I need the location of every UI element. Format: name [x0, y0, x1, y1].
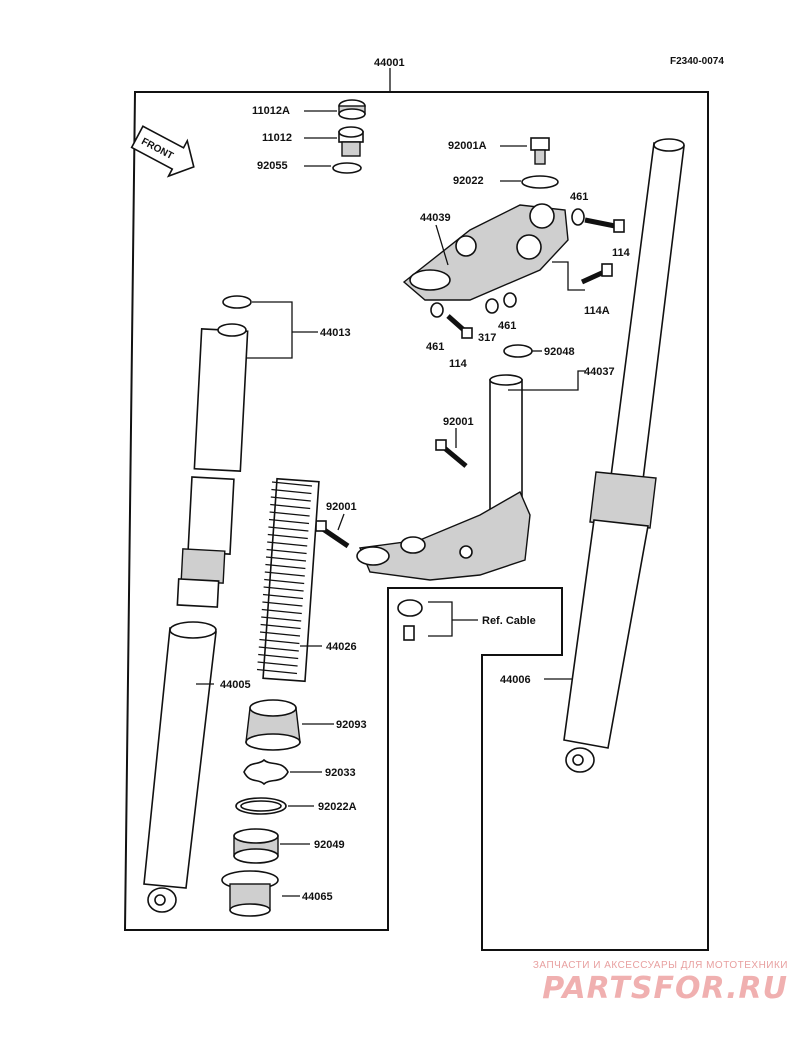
label-92093: 92093 — [336, 719, 367, 731]
assembly-frame — [123, 91, 709, 951]
label-44037: 44037 — [584, 366, 615, 378]
bolt-114A — [580, 263, 613, 285]
front-arrow-icon: FRONT — [130, 125, 195, 178]
cable-clip — [397, 599, 423, 617]
label-44005: 44005 — [220, 679, 251, 691]
bolt-114-top — [584, 217, 625, 233]
label-92055: 92055 — [257, 160, 288, 172]
label-44039: 44039 — [420, 212, 451, 224]
plug-11012 — [338, 126, 364, 157]
label-114-top: 114 — [612, 247, 631, 259]
label-92049: 92049 — [314, 839, 345, 851]
label-461-top: 461 — [570, 191, 588, 203]
label-11012A: 11012A — [252, 105, 290, 117]
label-ref-cable: Ref. Cable — [482, 615, 536, 627]
label-92001-upper: 92001 — [443, 416, 474, 428]
o-ring-92055 — [332, 162, 362, 174]
dust-seal-92093 — [245, 699, 301, 751]
label-114-mid: 114 — [449, 358, 468, 370]
seal-92048 — [503, 344, 533, 358]
fork-assembly-44006 — [563, 138, 685, 773]
watermark-logo: PARTSFOR.RU — [542, 971, 788, 1006]
bolt-92001A — [530, 137, 550, 165]
bolt-92001-lower — [315, 520, 350, 549]
ring-44013 — [222, 295, 252, 309]
washer-92022 — [521, 175, 559, 189]
clip-bolt — [403, 625, 415, 641]
label-92001-lower: 92001 — [326, 501, 357, 513]
label-461-left: 461 — [426, 341, 444, 353]
figure-code: F2340-0074 — [670, 56, 724, 67]
oil-seal-92049 — [233, 828, 279, 864]
label-92022: 92022 — [453, 175, 484, 187]
label-92048: 92048 — [544, 346, 575, 358]
bolt-114-mid — [446, 314, 473, 339]
retaining-ring-92033 — [243, 758, 289, 786]
nut-461-right — [503, 292, 517, 308]
label-44006: 44006 — [500, 674, 531, 686]
label-317: 317 — [478, 332, 496, 344]
label-461-right: 461 — [498, 320, 516, 332]
upper-bracket-44039 — [402, 203, 569, 301]
label-92001A: 92001A — [448, 140, 487, 152]
label-114A: 114A — [584, 305, 610, 317]
nut-461-top — [571, 208, 585, 226]
assembly-number: 44001 — [374, 57, 405, 69]
bushing-44065 — [221, 870, 279, 917]
label-44026: 44026 — [326, 641, 357, 653]
cap-bolt-11012A — [338, 99, 366, 120]
label-92033: 92033 — [325, 767, 356, 779]
label-44013: 44013 — [320, 327, 351, 339]
label-11012: 11012 — [262, 132, 292, 144]
spring-44026 — [256, 477, 320, 683]
bolt-92001-upper — [435, 439, 468, 468]
label-44065: 44065 — [302, 891, 333, 903]
watermark-tagline: ЗАПЧАСТИ И АКСЕССУАРЫ ДЛЯ МОТОТЕХНИКИ — [532, 960, 788, 971]
nut-461-left — [430, 302, 444, 318]
outer-tube-44005 — [143, 621, 217, 913]
inner-tube-44013 — [176, 323, 249, 608]
watermark: ЗАПЧАСТИ И АКСЕССУАРЫ ДЛЯ МОТОТЕХНИКИ PA… — [533, 960, 788, 1006]
label-92022A: 92022A — [318, 801, 357, 813]
steering-stem-44037 — [356, 374, 531, 581]
